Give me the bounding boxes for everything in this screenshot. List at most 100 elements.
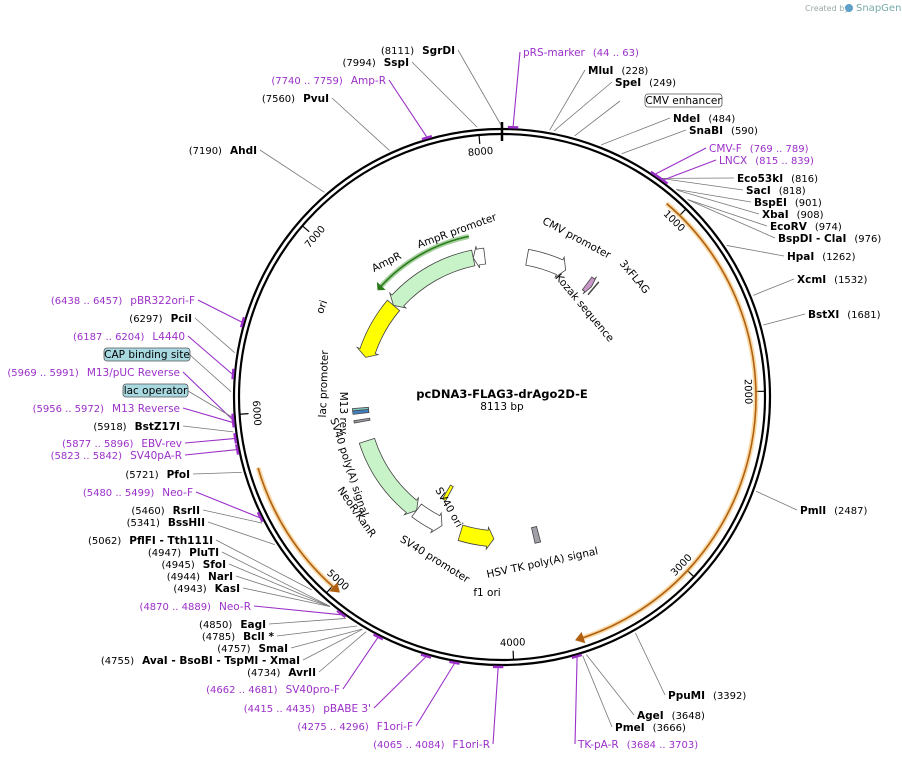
tick-1000 xyxy=(679,208,687,216)
site-coord: (1262) xyxy=(822,252,855,263)
feature-label-3xflag: 3xFLAG xyxy=(617,258,652,296)
enzyme-leader-spei xyxy=(553,81,613,132)
site-name: PmlI xyxy=(800,505,826,517)
site-name: M13/pUC Reverse xyxy=(87,367,180,379)
enzyme-label-sfoi: (4945)SfoI xyxy=(161,559,226,571)
site-coord: (3392) xyxy=(713,691,746,702)
site-coord: (5969 .. 5991) xyxy=(7,368,79,379)
insert-drago2d-e xyxy=(582,202,757,639)
primer-mark-lncx xyxy=(658,176,669,185)
site-name: PflFI - Tth111I xyxy=(129,535,213,547)
box-label-lac-operator: lac operator xyxy=(124,385,188,397)
tick-6000 xyxy=(239,413,249,415)
site-coord: (3684 .. 3703) xyxy=(627,740,699,751)
enzyme-label-pfoi: (5721)PfoI xyxy=(125,469,190,481)
site-name: HpaI xyxy=(787,251,814,263)
feature-sv40-ori xyxy=(441,484,454,502)
enzyme-leader-sgrdi xyxy=(457,49,502,127)
enzyme-label-kasi: (4943)KasI xyxy=(173,583,240,595)
site-name: BssHII xyxy=(168,517,205,529)
primer-label-m13-puc-reverse: (5969 .. 5991) M13/pUC Reverse xyxy=(7,367,180,379)
site-name: L4440 xyxy=(152,331,185,343)
primer-label-pbabe-3: (4415 .. 4435)pBABE 3' xyxy=(244,703,371,715)
feature-sv40-poly-a-signal xyxy=(353,417,371,424)
primer-label-sv40pa-r: (5823 .. 5842)SV40pA-R xyxy=(51,450,182,462)
enzyme-label-smai: (4757)SmaI xyxy=(217,643,288,655)
site-coord: (4850) xyxy=(199,620,232,631)
primer-mark-f1ori-f xyxy=(449,660,460,665)
site-name: AhdI xyxy=(230,145,257,157)
site-name: TK-pA-R xyxy=(577,739,619,751)
primer-leader-ebv-rev xyxy=(184,438,235,444)
site-name: BstZ17I xyxy=(135,421,180,433)
primer-mark-amp-r xyxy=(421,135,433,141)
box-label-cap-binding-site: CAP binding site xyxy=(104,349,190,361)
site-name: BstXI xyxy=(808,309,839,321)
enzyme-leader-pmli xyxy=(755,490,798,511)
site-name: SnaBI xyxy=(689,125,723,137)
enzyme-leader-bspdi-clai xyxy=(687,199,776,239)
site-name: RsrII xyxy=(173,505,200,517)
enzyme-label-avai-bsobi-tspmi-xmai: (4755)AvaI - BsoBI - TspMI - XmaI xyxy=(101,655,300,667)
primer-mark-m13-reverse xyxy=(231,416,235,428)
site-name: LNCX xyxy=(719,155,747,167)
primer-mark-cmv-f xyxy=(650,170,661,179)
site-name: Eco53kI xyxy=(737,173,783,185)
site-coord: (484) xyxy=(708,114,735,125)
enzyme-leader-bsshii xyxy=(207,521,275,545)
site-coord: (6187 .. 6204) xyxy=(73,332,145,343)
primer-label-f1ori-r: (4065 .. 4084)F1ori-R xyxy=(373,739,490,751)
primer-leader-lncx xyxy=(663,159,717,181)
primer-leader-m13-reverse xyxy=(182,407,233,423)
site-coord: (816) xyxy=(791,174,818,185)
site-coord: (228) xyxy=(621,66,648,77)
site-coord: (5918) xyxy=(93,422,126,433)
site-name: SpeI xyxy=(615,77,641,89)
site-name: NarI xyxy=(208,571,233,583)
enzyme-label-pcii: (6297)PciI xyxy=(129,313,192,325)
primer-leader-m13-puc-reverse xyxy=(182,371,233,420)
enzyme-label-pmei: PmeI(3666) xyxy=(615,722,686,734)
enzyme-label-pvui: (7560)PvuI xyxy=(262,93,329,105)
enzyme-leader-ahdi xyxy=(259,149,325,193)
site-name: PfoI xyxy=(167,469,190,481)
site-coord: (908) xyxy=(797,210,824,221)
feature-ori xyxy=(355,299,401,358)
site-coord: (249) xyxy=(649,78,676,89)
insert-neo-orange xyxy=(257,467,335,589)
enzyme-leader-eagi xyxy=(268,618,346,625)
primer-label-ebv-rev: (5877 .. 5896)EBV-rev xyxy=(62,438,182,450)
site-coord: (974) xyxy=(815,222,842,233)
site-coord: (4947) xyxy=(148,548,181,559)
primer-label-cmv-f: CMV-F(769 .. 789) xyxy=(709,143,809,155)
box-label-cmv-enhancer: CMV enhancer xyxy=(645,95,722,107)
site-name: BclI * xyxy=(243,631,274,643)
primer-label-f1ori-f: (4275 .. 4296)F1ori-F xyxy=(297,721,413,733)
site-coord: (4944) xyxy=(167,572,200,583)
feature-neor-kanr xyxy=(358,437,420,516)
enzyme-leader-avrii xyxy=(318,631,367,673)
enzyme-leader-sspi xyxy=(411,61,478,128)
site-name: SfoI xyxy=(203,559,226,571)
enzyme-leader-bstxi xyxy=(763,313,806,326)
box-leader-cap-binding-site xyxy=(189,354,232,392)
enzyme-leader-agei xyxy=(585,654,635,716)
primer-mark-pbabe-3 xyxy=(420,653,432,659)
enzyme-leader-xbai xyxy=(677,189,760,215)
enzyme-label-bsshii: (5341)BssHII xyxy=(127,517,205,529)
box-leader-cmv-enhancer xyxy=(574,100,621,137)
site-coord: (818) xyxy=(779,186,806,197)
insert-amp-green xyxy=(380,235,469,287)
primer-mark-sv40pa-r xyxy=(234,444,240,455)
site-name: Amp-R xyxy=(351,75,386,87)
site-coord: (1532) xyxy=(834,275,867,286)
site-coord: (4757) xyxy=(217,644,250,655)
enzyme-leader-smai xyxy=(290,628,363,649)
primer-leader-tk-pa-r xyxy=(574,657,578,745)
primer-mark-tk-pa-r xyxy=(571,653,583,660)
site-name: EcoRV xyxy=(770,221,808,233)
site-name: EagI xyxy=(240,619,266,631)
enzyme-label-pmli: PmlI(2487) xyxy=(800,505,868,517)
enzyme-label-sspi: (7994)SspI xyxy=(342,57,409,69)
